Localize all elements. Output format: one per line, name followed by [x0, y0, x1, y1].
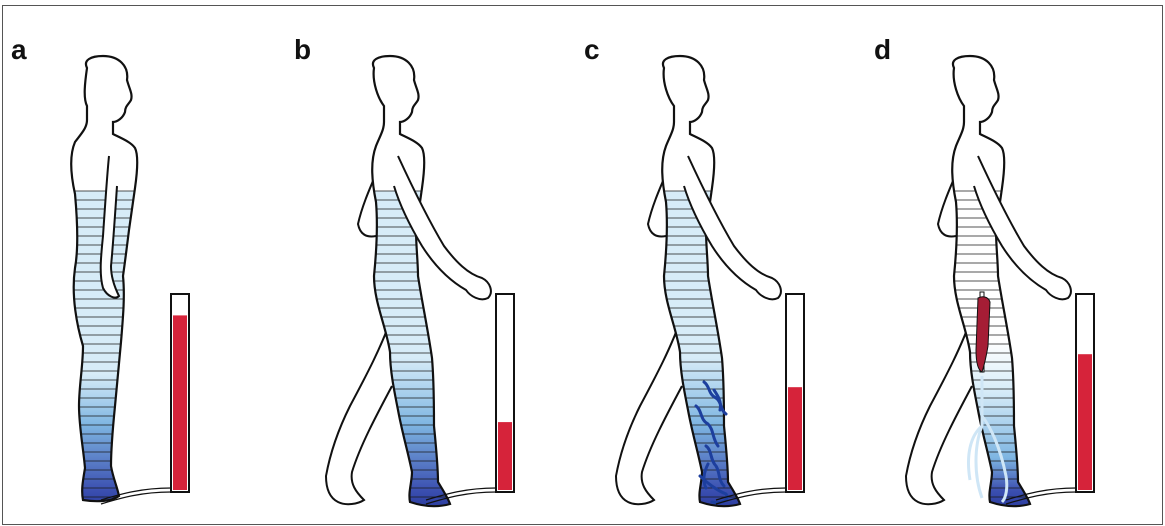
panel-d: d: [866, 6, 1156, 524]
back-leg-outline: [906, 316, 972, 504]
gauge-fill: [1078, 354, 1092, 490]
back-leg-outline: [616, 316, 682, 504]
panel-a: a: [3, 6, 293, 524]
gauge-fill: [173, 315, 187, 490]
figure-illustration: [576, 6, 866, 524]
panel-c: c: [576, 6, 866, 524]
back-leg-outline: [326, 316, 392, 504]
panel-label-b: b: [294, 34, 311, 66]
panel-label-d: d: [874, 34, 891, 66]
gauge-fill: [498, 422, 512, 490]
panel-label-a: a: [11, 34, 27, 66]
body-fluid-fill: [3, 191, 293, 524]
body-upper-white: [576, 6, 866, 191]
body-upper-white: [3, 6, 293, 191]
figure-frame: a b c d: [2, 5, 1163, 525]
panel-b: b: [286, 6, 576, 524]
figure-illustration: [866, 6, 1156, 524]
panel-label-c: c: [584, 34, 600, 66]
body-upper-white: [286, 6, 576, 191]
body-upper-white: [866, 6, 1156, 191]
gauge-fill: [788, 387, 802, 490]
figure-illustration: [3, 6, 293, 524]
figure-illustration: [286, 6, 576, 524]
